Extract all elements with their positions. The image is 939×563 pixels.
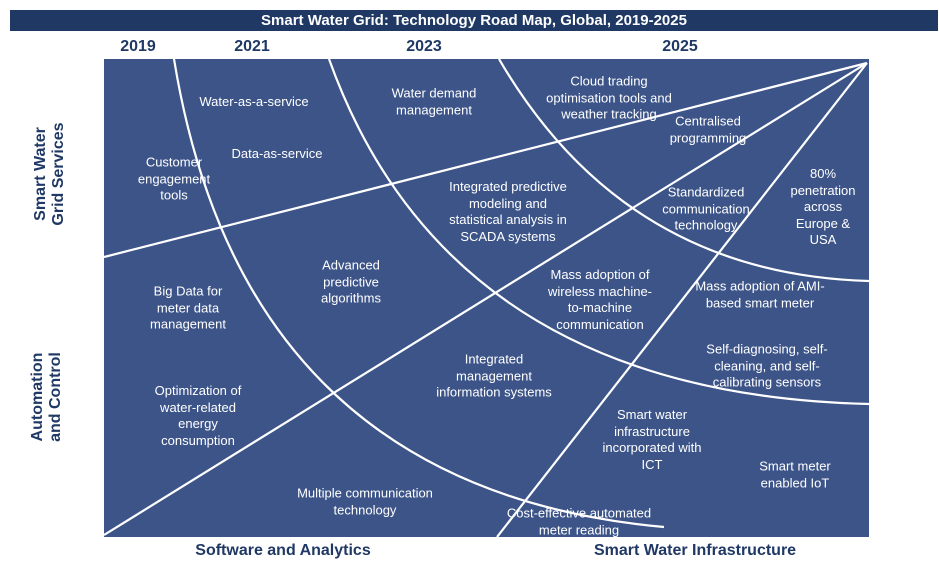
- annotation-data-as-service: Data-as-service: [231, 145, 323, 161]
- arc-2023: [327, 59, 869, 406]
- diagonal-line-infrastructure: [496, 62, 868, 537]
- year-2021: 2021: [234, 38, 270, 55]
- row-label-services: Smart Water Grid Services: [32, 122, 67, 226]
- annotation-mass-adoption-ami: Mass adoption of AMI-based smart meter: [695, 278, 825, 311]
- year-2019: 2019: [120, 38, 156, 55]
- year-2025: 2025: [662, 38, 698, 55]
- bottom-label-software: Software and Analytics: [195, 542, 371, 559]
- arc-2025: [498, 59, 869, 283]
- roadmap-title: Smart Water Grid: Technology Road Map, G…: [10, 10, 938, 31]
- annotation-self-diagnosing: Self-diagnosing, self-cleaning, and self…: [706, 341, 828, 390]
- annotation-water-as-a-service: Water-as-a-service: [199, 93, 309, 109]
- bottom-label-infrastructure: Smart Water Infrastructure: [593, 542, 797, 559]
- year-2023: 2023: [406, 38, 442, 55]
- row-label-automation: Automation and Control: [29, 352, 64, 442]
- diagonal-line-software: [104, 62, 868, 536]
- services-divider-line: [104, 61, 868, 259]
- arc-2021: [172, 59, 665, 529]
- roadmap-lines: [104, 59, 869, 537]
